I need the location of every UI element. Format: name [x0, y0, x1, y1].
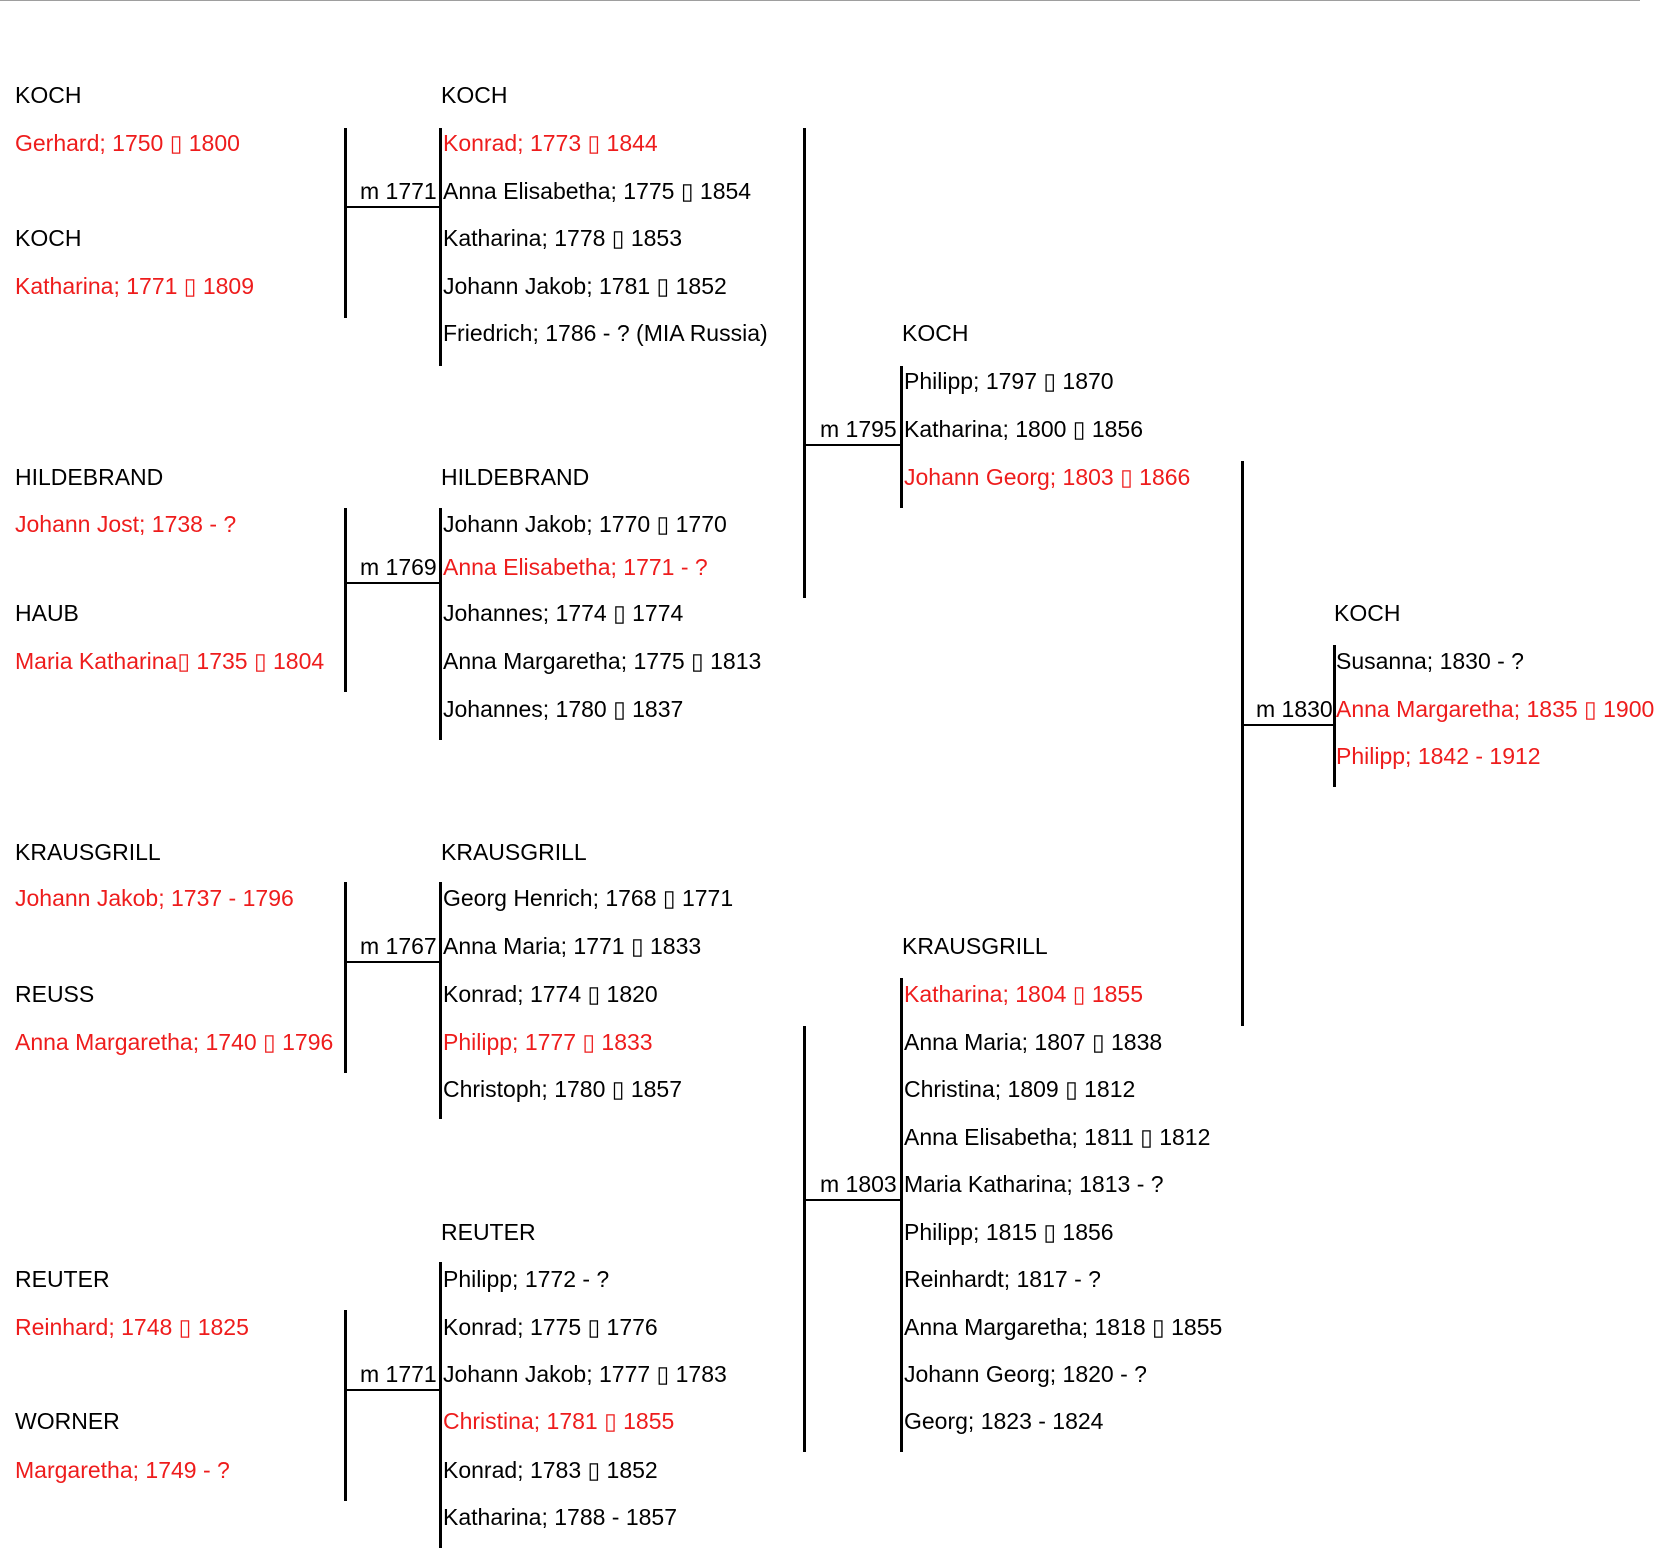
person-entry: Katharina; 1778 ▯ 1853 [443, 225, 683, 251]
person-entry: Gerhard; 1750 ▯ 1800 [15, 130, 240, 156]
person-entry: Philipp; 1797 ▯ 1870 [904, 368, 1114, 394]
family-surname: REUSS [15, 981, 95, 1007]
person-entry: Anna Elisabetha; 1811 ▯ 1812 [904, 1124, 1211, 1150]
family-bracket-line [344, 128, 347, 318]
marriage-label: m 1771 [360, 1361, 437, 1387]
family-surname: KRAUSGRILL [902, 933, 1048, 959]
family-surname: HILDEBRAND [441, 464, 590, 490]
person-entry: Christoph; 1780 ▯ 1857 [443, 1076, 682, 1102]
marriage-connector-line [345, 582, 440, 584]
family-bracket-line [439, 128, 442, 366]
marriage-connector-line [345, 206, 440, 208]
person-entry: Anna Elisabetha; 1771 - ? [443, 554, 708, 580]
person-entry: Anna Maria; 1771 ▯ 1833 [443, 933, 702, 959]
person-entry: Reinhard; 1748 ▯ 1825 [15, 1314, 249, 1340]
family-bracket-line [439, 882, 442, 1119]
person-entry: Christina; 1781 ▯ 1855 [443, 1408, 675, 1434]
person-entry: Johannes; 1774 ▯ 1774 [443, 600, 684, 626]
person-entry: Philipp; 1842 - 1912 [1336, 743, 1541, 769]
marriage-label: m 1767 [360, 933, 437, 959]
family-surname: KOCH [1334, 600, 1401, 626]
person-entry: Johannes; 1780 ▯ 1837 [443, 696, 684, 722]
person-entry: Katharina; 1771 ▯ 1809 [15, 273, 255, 299]
person-entry: Anna Margaretha; 1740 ▯ 1796 [15, 1029, 334, 1055]
marriage-label: m 1830 [1256, 696, 1333, 722]
person-entry: Friedrich; 1786 - ? (MIA Russia) [443, 320, 768, 346]
family-bracket-line [803, 1026, 806, 1452]
person-entry: Konrad; 1773 ▯ 1844 [443, 130, 658, 156]
person-entry: Johann Georg; 1803 ▯ 1866 [904, 464, 1191, 490]
top-border [0, 0, 1640, 1]
family-bracket-line [900, 978, 903, 1452]
family-bracket-line [1241, 461, 1244, 1026]
family-surname: KRAUSGRILL [441, 839, 587, 865]
family-surname: KOCH [902, 320, 969, 346]
person-entry: Anna Maria; 1807 ▯ 1838 [904, 1029, 1163, 1055]
person-entry: Johann Jakob; 1777 ▯ 1783 [443, 1361, 727, 1387]
person-entry: Johann Jakob; 1781 ▯ 1852 [443, 273, 727, 299]
family-bracket-line [344, 882, 347, 1073]
person-entry: Katharina; 1800 ▯ 1856 [904, 416, 1144, 442]
person-entry: Johann Georg; 1820 - ? [904, 1361, 1147, 1387]
family-surname: KRAUSGRILL [15, 839, 161, 865]
family-surname: REUTER [441, 1219, 536, 1245]
person-entry: Philipp; 1772 - ? [443, 1266, 610, 1292]
person-entry: Maria Katharina; 1813 - ? [904, 1171, 1164, 1197]
person-entry: Susanna; 1830 - ? [1336, 648, 1524, 674]
person-entry: Georg Henrich; 1768 ▯ 1771 [443, 885, 734, 911]
person-entry: Konrad; 1783 ▯ 1852 [443, 1457, 658, 1483]
marriage-connector-line [804, 444, 901, 446]
person-entry: Margaretha; 1749 - ? [15, 1457, 230, 1483]
person-entry: Anna Margaretha; 1818 ▯ 1855 [904, 1314, 1223, 1340]
person-entry: Johann Jakob; 1770 ▯ 1770 [443, 511, 727, 537]
family-surname: KOCH [15, 82, 82, 108]
family-surname: WORNER [15, 1408, 120, 1434]
marriage-connector-line [345, 1389, 440, 1391]
marriage-label: m 1771 [360, 178, 437, 204]
family-surname: KOCH [441, 82, 508, 108]
marriage-label: m 1803 [820, 1171, 897, 1197]
person-entry: Anna Elisabetha; 1775 ▯ 1854 [443, 178, 752, 204]
marriage-label: m 1769 [360, 554, 437, 580]
marriage-label: m 1795 [820, 416, 897, 442]
marriage-connector-line [1242, 724, 1334, 726]
marriage-connector-line [345, 961, 440, 963]
person-entry: Georg; 1823 - 1824 [904, 1408, 1104, 1434]
family-bracket-line [803, 128, 806, 598]
marriage-connector-line [804, 1199, 901, 1201]
person-entry: Philipp; 1815 ▯ 1856 [904, 1219, 1114, 1245]
person-entry: Reinhardt; 1817 - ? [904, 1266, 1101, 1292]
person-entry: Konrad; 1775 ▯ 1776 [443, 1314, 658, 1340]
family-surname: HILDEBRAND [15, 464, 164, 490]
person-entry: Konrad; 1774 ▯ 1820 [443, 981, 658, 1007]
family-bracket-line [1333, 645, 1336, 787]
family-surname: REUTER [15, 1266, 110, 1292]
person-entry: Anna Margaretha; 1775 ▯ 1813 [443, 648, 762, 674]
family-surname: HAUB [15, 600, 79, 626]
person-entry: Johann Jost; 1738 - ? [15, 511, 237, 537]
person-entry: Katharina; 1788 - 1857 [443, 1504, 678, 1530]
family-bracket-line [439, 1262, 442, 1548]
person-entry: Johann Jakob; 1737 - 1796 [15, 885, 294, 911]
family-bracket-line [344, 1310, 347, 1501]
person-entry: Maria Katharina▯ 1735 ▯ 1804 [15, 648, 325, 674]
person-entry: Philipp; 1777 ▯ 1833 [443, 1029, 653, 1055]
family-bracket-line [439, 508, 442, 740]
family-bracket-line [900, 366, 903, 508]
family-bracket-line [344, 508, 347, 692]
person-entry: Christina; 1809 ▯ 1812 [904, 1076, 1136, 1102]
family-surname: KOCH [15, 225, 82, 251]
person-entry: Katharina; 1804 ▯ 1855 [904, 981, 1144, 1007]
person-entry: Anna Margaretha; 1835 ▯ 1900 [1336, 696, 1654, 722]
